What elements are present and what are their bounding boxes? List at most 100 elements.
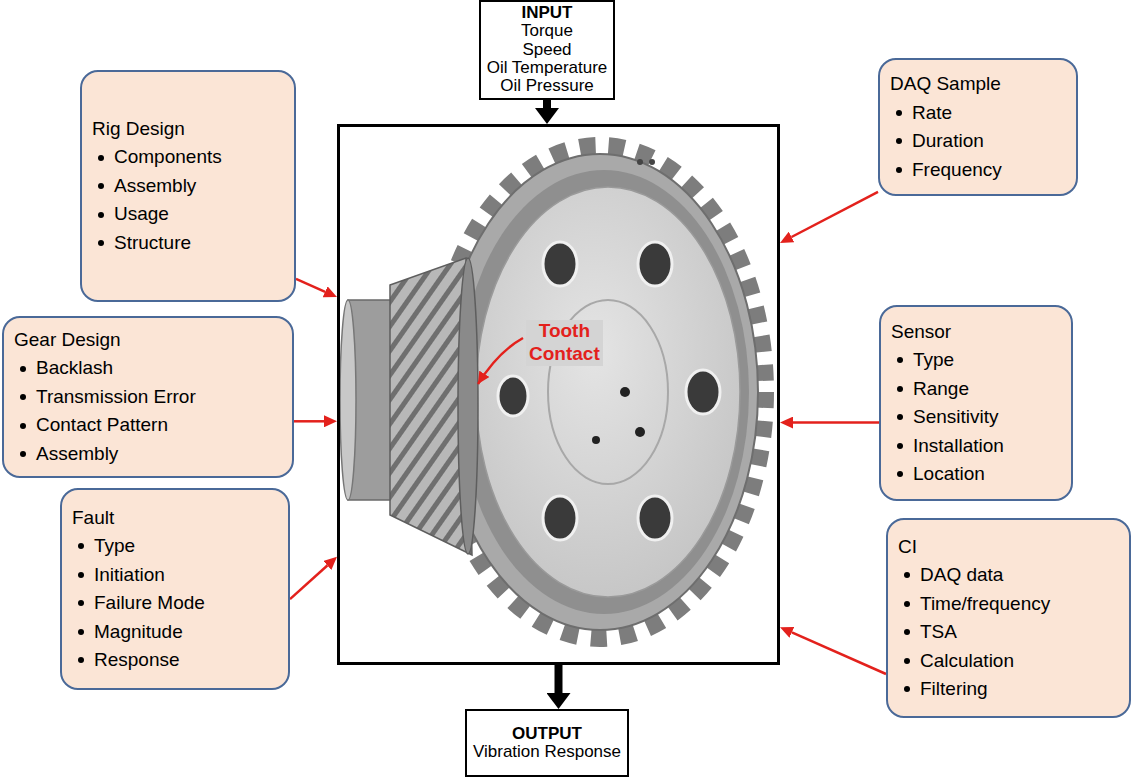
item-row: Failure Mode [72, 589, 276, 618]
flow-arrow [555, 665, 563, 693]
list-item: Vibration Response [473, 742, 621, 761]
ring-gear-body [442, 154, 758, 630]
factor-box: DAQ SampleRateDurationFrequency [878, 58, 1078, 196]
list-item: Assembly [36, 443, 118, 464]
bolt-hole [543, 496, 577, 540]
item-row: Duration [890, 127, 1064, 156]
item-row: Usage [92, 200, 282, 229]
bullet-dot [904, 658, 910, 664]
pin-hole [620, 387, 630, 397]
ring-gear-bevel [459, 170, 749, 614]
box-heading: Fault [72, 507, 114, 528]
list-item: Time/frequency [920, 593, 1050, 614]
list-item: Range [913, 378, 969, 399]
heading-row: Sensor [891, 318, 1059, 347]
bullet-dot [20, 394, 26, 400]
list-item: Oil Temperature [487, 58, 608, 77]
item-row: Speed [522, 41, 571, 59]
list-item: Initiation [94, 564, 165, 585]
bullet-dot [78, 572, 84, 578]
influence-arrow [296, 279, 325, 292]
influence-arrow [792, 192, 878, 237]
list-item: Usage [114, 203, 169, 224]
list-item: Filtering [920, 678, 988, 699]
heading-row: DAQ Sample [890, 70, 1064, 99]
heading-row: Gear Design [14, 326, 280, 355]
bullet-dot [897, 471, 903, 477]
bolt-hole [638, 242, 672, 286]
item-row: Installation [891, 432, 1059, 461]
pinion-face [458, 258, 478, 554]
gear-plate [476, 187, 740, 597]
item-row: Filtering [898, 675, 1117, 704]
box-heading: DAQ Sample [890, 73, 1001, 94]
item-row: Sensitivity [891, 403, 1059, 432]
list-item: Calculation [920, 650, 1014, 671]
factor-box: Rig DesignComponentsAssemblyUsageStructu… [80, 70, 296, 302]
list-item: Installation [913, 435, 1004, 456]
bolt-hole [686, 370, 720, 414]
list-item: Torque [521, 21, 573, 40]
box-heading: CI [898, 536, 917, 557]
item-row: Range [891, 375, 1059, 404]
item-row: Components [92, 143, 282, 172]
list-item: Components [114, 146, 222, 167]
bullet-dot [78, 543, 84, 549]
bullet-dot [904, 572, 910, 578]
item-row: Structure [92, 229, 282, 258]
bullet-dot [98, 212, 104, 218]
pin-hole [649, 159, 655, 165]
list-item: Failure Mode [94, 592, 205, 613]
bullet-dot [897, 414, 903, 420]
bullet-dot [98, 183, 104, 189]
bullet-dot [904, 686, 910, 692]
list-item: Structure [114, 232, 191, 253]
list-item: Assembly [114, 175, 196, 196]
bullet-dot [98, 155, 104, 161]
bolt-hole [638, 496, 672, 540]
list-item: Sensitivity [913, 406, 999, 427]
bullet-dot [904, 601, 910, 607]
item-row: Assembly [14, 440, 280, 469]
bullet-dot [904, 629, 910, 635]
list-item: Type [94, 535, 135, 556]
list-item: Location [913, 463, 985, 484]
item-row: Assembly [92, 172, 282, 201]
gear-photo-frame: Tooth Contact [337, 124, 780, 665]
influence-arrow [793, 421, 879, 424]
item-row: Time/frequency [898, 590, 1117, 619]
leader-arrow [478, 338, 523, 384]
influence-arrow [290, 565, 327, 599]
box-heading: Rig Design [92, 118, 185, 139]
heading-row: OUTPUT [512, 725, 582, 743]
item-row: Frequency [890, 156, 1064, 185]
item-row: Calculation [898, 647, 1117, 676]
item-row: Type [72, 532, 276, 561]
connector-group [290, 100, 886, 693]
factor-box: CIDAQ dataTime/frequencyTSACalculationFi… [886, 518, 1131, 718]
factor-box: SensorTypeRangeSensitivityInstallationLo… [879, 305, 1073, 501]
heading-row: Fault [72, 504, 276, 533]
item-row: Rate [890, 99, 1064, 128]
list-item: Contact Pattern [36, 414, 168, 435]
flow-arrow [543, 100, 551, 108]
bullet-dot [896, 110, 902, 116]
bolt-hole [498, 376, 528, 416]
item-row: TSA [898, 618, 1117, 647]
bullet-dot [78, 657, 84, 663]
item-row: Type [891, 346, 1059, 375]
callout-label: Tooth Contact [526, 320, 603, 366]
bullet-dot [897, 357, 903, 363]
item-row: Oil Pressure [500, 77, 594, 95]
list-item: Transmission Error [36, 386, 196, 407]
pinion-shaft-end [340, 300, 356, 500]
bullet-dot [897, 386, 903, 392]
bullet-dot [896, 167, 902, 173]
bullet-dot [98, 240, 104, 246]
item-row: Transmission Error [14, 383, 280, 412]
ring-gear-teeth [435, 146, 765, 638]
pin-hole [637, 159, 643, 165]
box-heading: Sensor [891, 321, 951, 342]
